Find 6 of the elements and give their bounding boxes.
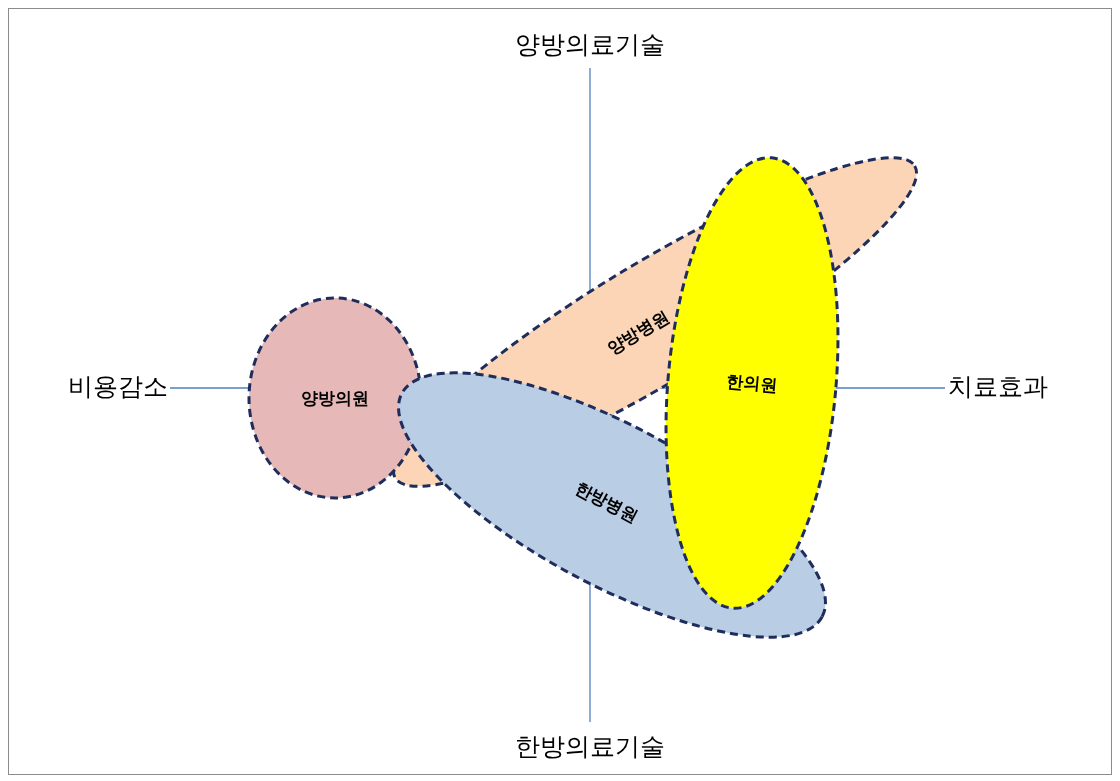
ellipse-label: 한의원 xyxy=(725,369,779,397)
axis-label: 양방의료기술 xyxy=(515,28,665,61)
axis-label: 치료효과 xyxy=(948,370,1048,403)
axis-label: 한방의료기술 xyxy=(515,730,665,763)
ellipse-label: 양방의원 xyxy=(301,386,369,410)
axis-label: 비용감소 xyxy=(68,370,168,403)
